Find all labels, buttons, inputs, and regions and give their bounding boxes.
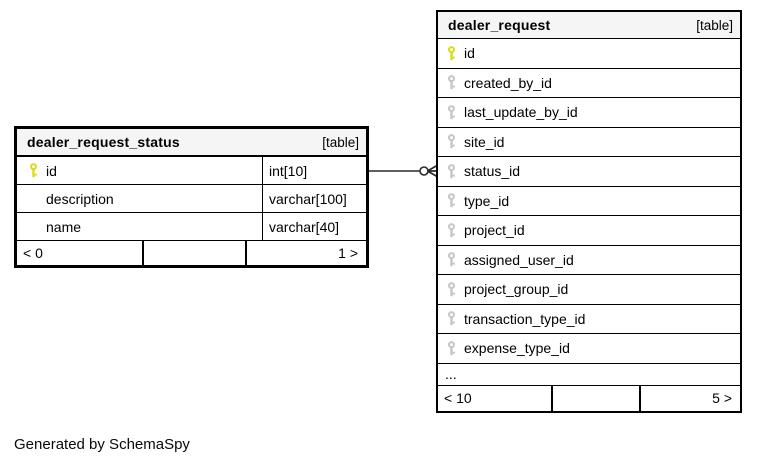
table-header-dealer-request[interactable]: dealer_request [table] [438, 12, 740, 39]
ellipsis-row: ... [438, 364, 740, 386]
primary-key-icon [448, 45, 455, 60]
table-row: name varchar[40] [17, 213, 366, 241]
table-type-label: [table] [322, 134, 359, 150]
column-name: project_group_id [464, 281, 569, 298]
foreign-key-icon [448, 281, 455, 296]
column-name: created_by_id [464, 74, 552, 91]
column-name: name [46, 218, 82, 235]
relationship-connector [369, 164, 437, 178]
table-dealer-request-status: dealer_request_status [table] id int[10]… [14, 126, 369, 268]
table-row: project_id [438, 216, 740, 246]
foreign-key-icon [448, 134, 455, 149]
column-name: site_id [464, 133, 505, 150]
column-type: varchar[100] [262, 185, 366, 212]
crows-foot-icon [427, 164, 437, 178]
foreign-key-icon [448, 252, 455, 267]
table-footer: < 10 5 > [438, 385, 740, 411]
foreign-key-icon [448, 193, 455, 208]
table-type-label: [table] [696, 17, 733, 33]
column-name: description [46, 190, 114, 207]
table-row: transaction_type_id [438, 305, 740, 334]
zero-or-one-circle [419, 166, 429, 176]
table-row: status_id [438, 157, 740, 187]
table-row: last_update_by_id [438, 98, 740, 128]
table-row: assigned_user_id [438, 246, 740, 275]
column-type: varchar[40] [262, 213, 366, 240]
foreign-key-icon [448, 222, 455, 237]
foreign-key-icon [448, 75, 455, 90]
generated-by-label: Generated by SchemaSpy [14, 436, 190, 453]
column-type: int[10] [262, 157, 366, 184]
table-name: dealer_request [448, 17, 551, 33]
footer-spacer [551, 385, 641, 411]
column-name: project_id [464, 222, 525, 239]
table-header-dealer-request-status[interactable]: dealer_request_status [table] [17, 129, 366, 157]
table-row: site_id [438, 128, 740, 157]
column-name: id [46, 162, 57, 179]
table-row: project_group_id [438, 275, 740, 305]
table-row: type_id [438, 187, 740, 216]
table-footer: < 0 1 > [17, 241, 366, 265]
footer-spacer [142, 241, 247, 265]
table-row: id [438, 39, 740, 69]
primary-key-icon [30, 163, 37, 178]
column-name: transaction_type_id [464, 310, 586, 327]
foreign-key-icon [448, 340, 455, 355]
table-row: expense_type_id [438, 334, 740, 364]
column-name: id [464, 45, 475, 62]
table-name: dealer_request_status [27, 134, 180, 150]
table-row: created_by_id [438, 69, 740, 98]
table-row: description varchar[100] [17, 185, 366, 213]
foreign-key-icon [448, 104, 455, 119]
foreign-key-icon [448, 163, 455, 178]
footer-children-count: < 0 [23, 245, 43, 261]
column-name: assigned_user_id [464, 251, 574, 268]
footer-parents-count: 1 > [338, 245, 358, 261]
footer-parents-count: 5 > [712, 390, 732, 406]
table-row: id int[10] [17, 157, 366, 185]
column-name: type_id [464, 192, 510, 209]
column-name: expense_type_id [464, 340, 570, 357]
footer-children-count: < 10 [444, 390, 472, 406]
table-dealer-request: dealer_request [table] id created_b [436, 10, 742, 413]
column-name: status_id [464, 163, 521, 180]
foreign-key-icon [448, 311, 455, 326]
column-name: last_update_by_id [464, 104, 578, 121]
